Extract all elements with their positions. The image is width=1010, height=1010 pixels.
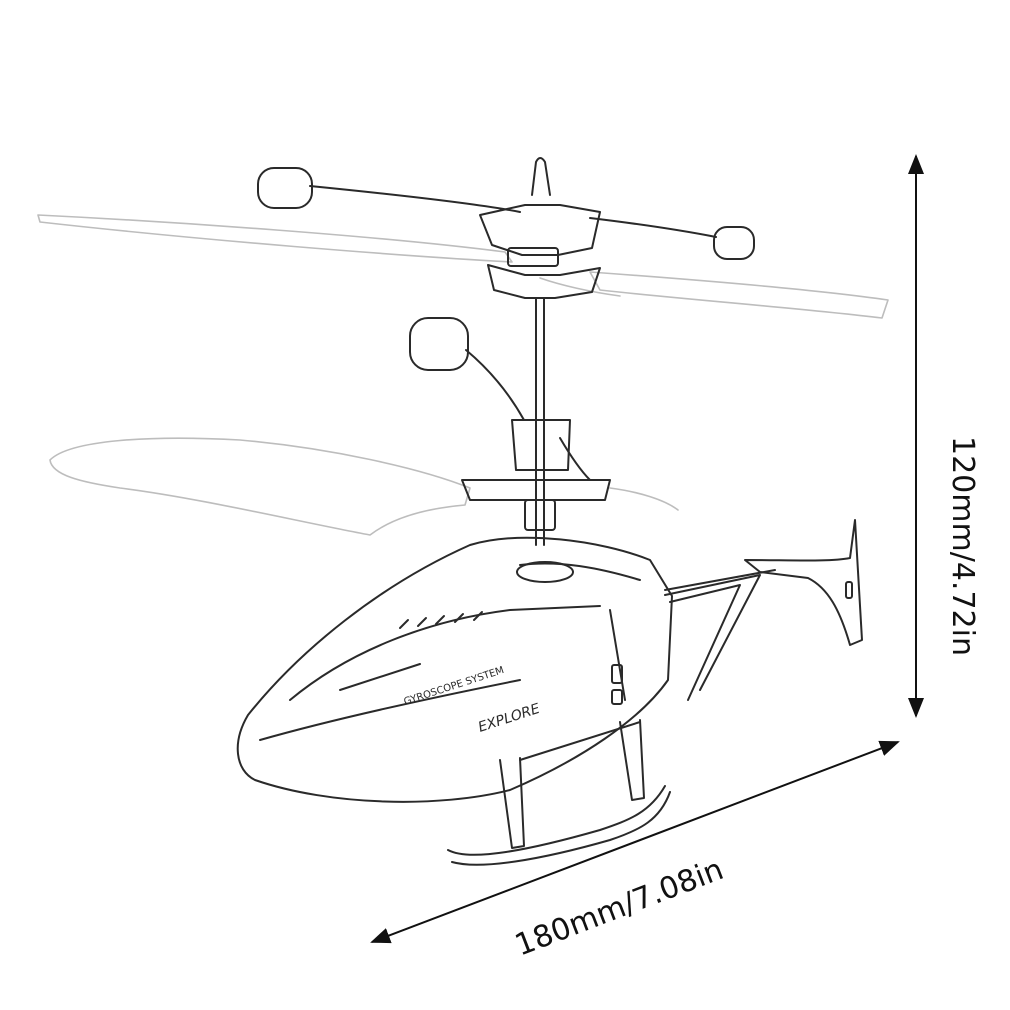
rotor-mast xyxy=(535,297,545,546)
upper-rotor-blades xyxy=(37,214,889,319)
lower-paddle xyxy=(409,317,591,481)
lower-rotor-blades xyxy=(49,437,679,536)
helicopter-illustration: GYROSCOPE SYSTEM EXPLORE xyxy=(37,157,889,866)
tail-boom xyxy=(664,569,776,701)
height-dimension-label: 120mm/4.72in xyxy=(945,436,980,656)
tail-fin xyxy=(744,519,863,646)
upper-rotor-head xyxy=(479,157,601,299)
length-dimension-label: 180mm/7.08in xyxy=(510,852,728,964)
model-decal: EXPLORE xyxy=(476,701,542,736)
landing-skids xyxy=(447,719,671,866)
fuselage xyxy=(236,536,673,803)
lower-rotor-head xyxy=(461,419,611,531)
flybar xyxy=(257,167,755,260)
length-dimension-arrow xyxy=(370,740,900,944)
